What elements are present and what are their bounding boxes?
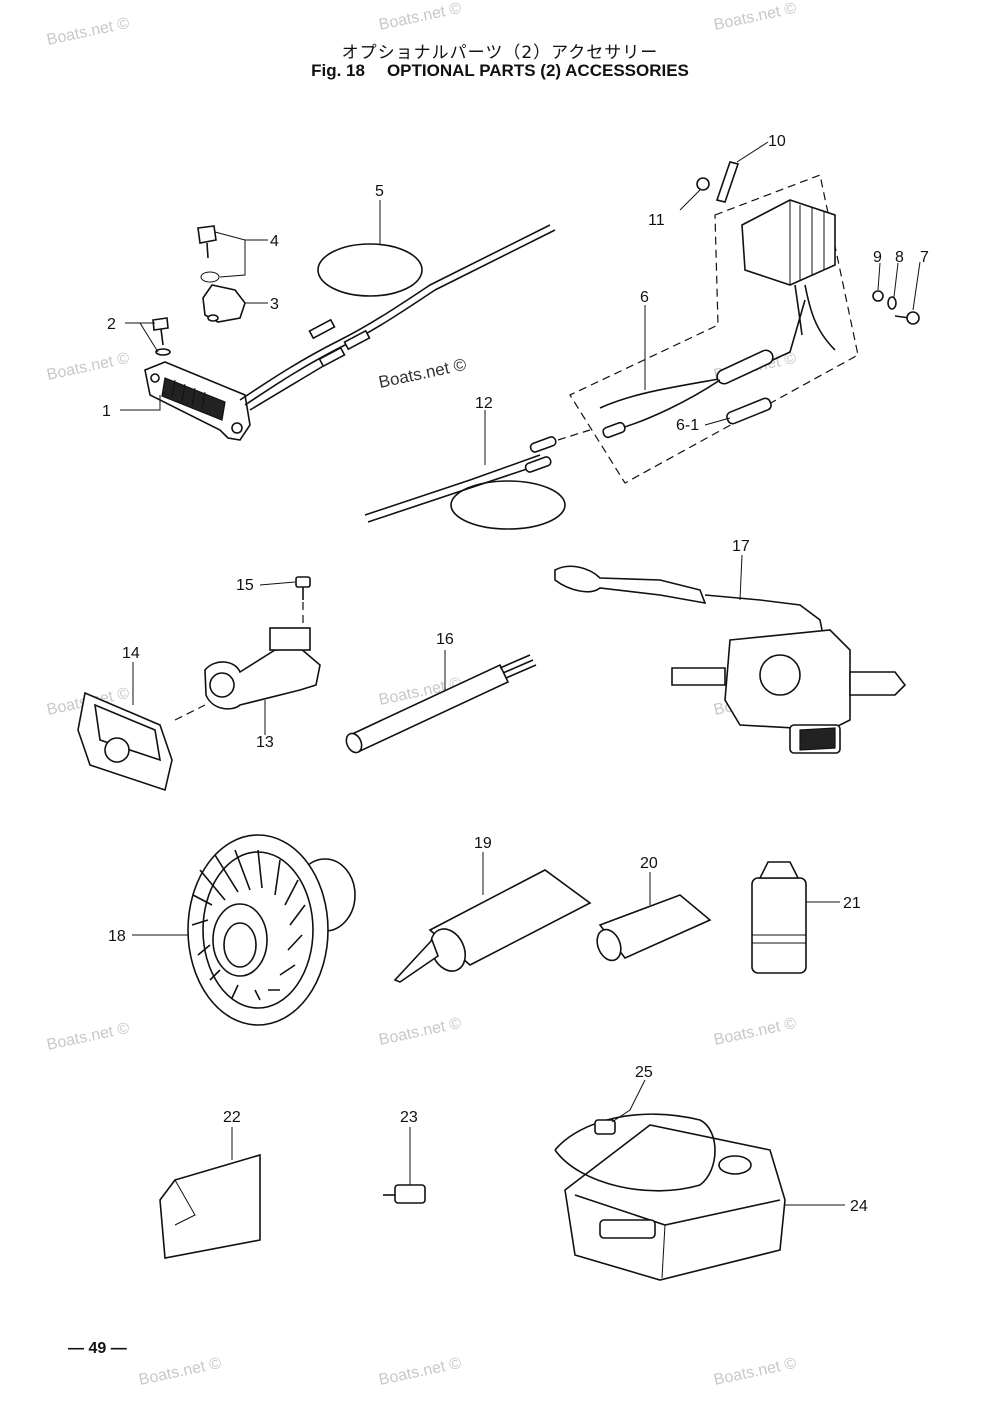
callout-9: 9 [873,249,882,266]
watermark: Boats.net © [712,1015,798,1049]
part-18-starter-pulley [187,834,356,1026]
part-8-washer [887,296,897,310]
callout-11: 11 [648,212,665,229]
part-16-rod-tool [345,654,537,754]
part-6-fuse-holder [599,299,806,439]
callout-1: 1 [102,403,111,420]
part-6-1-fuse [726,397,772,425]
part-21-oil-bottle [751,861,807,974]
callout-10: 10 [768,133,786,150]
part-11-nut [696,177,710,191]
part-1-charging-coil [144,361,251,441]
watermark: Boats.net © [712,0,798,34]
callout-12: 12 [475,395,493,412]
part-13-bracket [204,627,321,710]
callout-6-1: 6-1 [676,417,699,434]
callout-22: 22 [223,1109,241,1126]
callout-labels: 1 2 3 4 5 6 6-1 7 8 9 10 11 12 13 14 15 … [102,133,929,1215]
callout-20: 20 [640,855,658,872]
watermark: Boats.net © [377,0,463,34]
callout-8: 8 [895,249,904,266]
callout-7: 7 [920,249,929,266]
part-5-wire-harness [239,224,556,411]
part-3-clamp [202,284,246,323]
leader-lines [120,141,921,1206]
watermark: Boats.net © [45,15,131,49]
watermark: Boats.net © [377,1015,463,1049]
part-rectifier-unit [741,199,836,351]
part-25-connector [594,1119,616,1135]
part-4-screw-clip [197,225,220,283]
part-10-ground-lead [715,161,740,203]
part-14-grommet-plate [77,691,206,792]
part-7-screw [894,311,920,325]
callout-6: 6 [640,289,649,306]
callout-16: 16 [436,631,454,648]
callout-3: 3 [270,296,279,313]
watermark: Boats.net © [377,1355,463,1389]
fig-title: OPTIONAL PARTS (2) ACCESSORIES [386,61,689,80]
callout-2: 2 [107,316,116,333]
part-17-test-tool [554,565,907,754]
part-2-screw [152,317,171,356]
watermark-center: Boats.net © [377,355,469,392]
callout-4: 4 [270,233,279,250]
callout-18: 18 [108,928,126,945]
callout-19: 19 [474,835,492,852]
callout-21: 21 [843,895,861,912]
watermark: Boats.net © [137,1355,223,1389]
callout-13: 13 [256,734,274,751]
watermark: Boats.net © [45,1020,131,1054]
assembly-boundary [569,174,859,484]
part-19-tube-nozzle [393,869,592,983]
watermark: Boats.net © [712,1355,798,1389]
callout-17: 17 [732,538,750,555]
fig-label: Fig. 18 [311,61,365,80]
title-japanese: オプショナルパーツ（2）アクセサリー [341,43,659,63]
callout-14: 14 [122,645,140,662]
watermark: Boats.net © [45,350,131,384]
callout-5: 5 [375,183,384,200]
callout-15: 15 [236,577,254,594]
part-9-washer [872,290,884,302]
part-24-fuel-tank [554,1113,786,1281]
callout-23: 23 [400,1109,418,1126]
part-22-manual-sheet [159,1153,261,1259]
page-number: — 49 — [68,1340,127,1357]
part-23-plug-fitting [383,1184,426,1204]
part-12-lead-wire [364,429,591,530]
callout-24: 24 [850,1198,868,1215]
part-15-screw [295,576,311,625]
part-20-small-tube [596,894,712,962]
title-english: Fig. 18 OPTIONAL PARTS (2) ACCESSORIES [0,61,1000,81]
callout-25: 25 [635,1064,653,1081]
